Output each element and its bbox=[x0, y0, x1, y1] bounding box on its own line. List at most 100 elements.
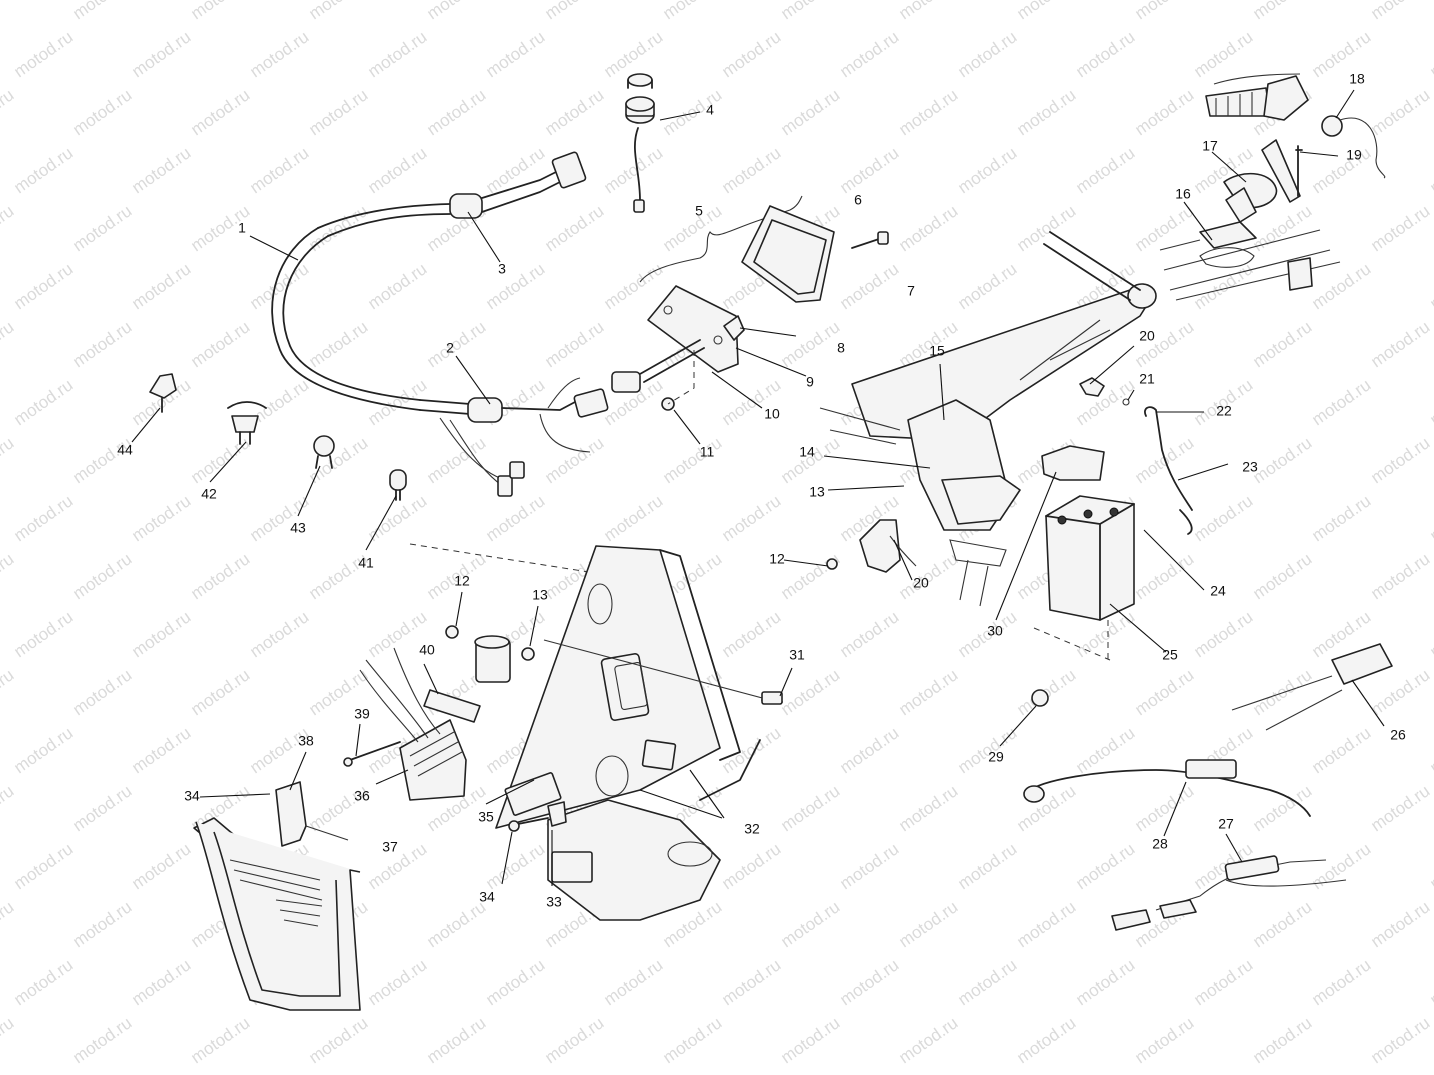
watermark-text: motod.ru bbox=[600, 491, 666, 545]
battery-and-cables bbox=[1023, 406, 1311, 817]
callout-4: 4 bbox=[706, 102, 714, 118]
watermark-text: motod.ru bbox=[1426, 723, 1434, 777]
watermark-text: motod.ru bbox=[10, 839, 76, 893]
watermark-text: motod.ru bbox=[1072, 27, 1138, 81]
callout-25: 25 bbox=[1162, 647, 1178, 663]
watermark-text: motod.ru bbox=[1013, 781, 1079, 835]
watermark-text: motod.ru bbox=[895, 201, 961, 255]
watermark-text: motod.ru bbox=[1367, 781, 1433, 835]
callout-39: 39 bbox=[354, 706, 370, 722]
watermark-text: motod.ru bbox=[1013, 85, 1079, 139]
watermark-text: motod.ru bbox=[954, 259, 1020, 313]
callout-43: 43 bbox=[290, 520, 306, 536]
watermark-text: motod.ru bbox=[895, 1013, 961, 1067]
callout-15: 15 bbox=[929, 343, 945, 359]
watermark-text: motod.ru bbox=[1426, 839, 1434, 893]
watermark-text: motod.ru bbox=[600, 143, 666, 197]
watermark-text: motod.ru bbox=[482, 839, 548, 893]
watermark-text: motod.ru bbox=[69, 317, 135, 371]
callout-22: 22 bbox=[1216, 403, 1232, 419]
watermark-text: motod.ru bbox=[1131, 317, 1197, 371]
watermark-text: motod.ru bbox=[1249, 317, 1315, 371]
callout-29: 29 bbox=[988, 749, 1004, 765]
callout-41: 41 bbox=[358, 555, 374, 571]
callout-20a: 20 bbox=[1139, 328, 1155, 344]
watermark-text: motod.ru bbox=[246, 607, 312, 661]
watermark-text: motod.ru bbox=[1131, 665, 1197, 719]
watermark-text: motod.ru bbox=[1249, 0, 1315, 23]
watermark-text: motod.ru bbox=[895, 897, 961, 951]
watermark-text: motod.ru bbox=[69, 897, 135, 951]
callout-2: 2 bbox=[446, 340, 454, 356]
watermark-text: motod.ru bbox=[954, 839, 1020, 893]
watermark-text: motod.ru bbox=[1426, 955, 1434, 1009]
watermark-text: motod.ru bbox=[10, 491, 76, 545]
watermark-text: motod.ru bbox=[187, 433, 253, 487]
watermark-text: motod.ru bbox=[0, 317, 17, 371]
watermark-text: motod.ru bbox=[69, 1013, 135, 1067]
watermark-text: motod.ru bbox=[364, 955, 430, 1009]
callout-42: 42 bbox=[201, 486, 217, 502]
watermark-text: motod.ru bbox=[1367, 201, 1433, 255]
frame-and-battery-box bbox=[819, 231, 1157, 607]
watermark-text: motod.ru bbox=[1013, 201, 1079, 255]
callout-44: 44 bbox=[117, 442, 133, 458]
callout-27: 27 bbox=[1218, 816, 1234, 832]
callout-40: 40 bbox=[419, 642, 435, 658]
watermark-text: motod.ru bbox=[482, 143, 548, 197]
watermark-text: motod.ru bbox=[1308, 143, 1374, 197]
callout-13b: 13 bbox=[809, 484, 825, 500]
callout-1: 1 bbox=[238, 220, 246, 236]
watermark-text: motod.ru bbox=[10, 607, 76, 661]
watermark-text: motod.ru bbox=[718, 607, 784, 661]
watermark-text: motod.ru bbox=[1308, 723, 1374, 777]
callout-33: 33 bbox=[546, 894, 562, 910]
watermark-text: motod.ru bbox=[187, 0, 253, 23]
watermark-text: motod.ru bbox=[1426, 27, 1434, 81]
watermark-text: motod.ru bbox=[895, 665, 961, 719]
watermark-text: motod.ru bbox=[718, 143, 784, 197]
leader-lines bbox=[131, 89, 1385, 886]
watermark-text: motod.ru bbox=[1072, 723, 1138, 777]
watermark-text: motod.ru bbox=[1426, 143, 1434, 197]
callout-20b: 20 bbox=[913, 575, 929, 591]
watermark-text: motod.ru bbox=[128, 839, 194, 893]
watermark-text: motod.ru bbox=[777, 317, 843, 371]
watermark-text: motod.ru bbox=[0, 201, 17, 255]
watermark-text: motod.ru bbox=[1367, 85, 1433, 139]
harness-pieces bbox=[1111, 643, 1393, 931]
watermark-text: motod.ru bbox=[364, 259, 430, 313]
watermark-text: motod.ru bbox=[659, 0, 725, 23]
watermark-text: motod.ru bbox=[895, 85, 961, 139]
watermark-text: motod.ru bbox=[1367, 0, 1433, 23]
taillight-assembly bbox=[611, 195, 889, 411]
callout-35: 35 bbox=[478, 809, 494, 825]
watermark-text: motod.ru bbox=[1013, 0, 1079, 23]
key-switch bbox=[625, 73, 655, 213]
watermark-text: motod.ru bbox=[482, 955, 548, 1009]
watermark-text: motod.ru bbox=[1367, 317, 1433, 371]
watermark-text: motod.ru bbox=[69, 201, 135, 255]
watermark-text: motod.ru bbox=[600, 955, 666, 1009]
watermark-text: motod.ru bbox=[305, 317, 371, 371]
callout-13a: 13 bbox=[532, 587, 548, 603]
callout-34a: 34 bbox=[184, 788, 200, 804]
watermark-text: motod.ru bbox=[836, 839, 902, 893]
watermark-text: motod.ru bbox=[69, 665, 135, 719]
watermark-text: motod.ru bbox=[69, 85, 135, 139]
watermark-text: motod.ru bbox=[246, 491, 312, 545]
watermark-text: motod.ru bbox=[836, 955, 902, 1009]
watermark-text: motod.ru bbox=[0, 0, 17, 23]
watermark-text: motod.ru bbox=[1367, 549, 1433, 603]
watermark-text: motod.ru bbox=[600, 259, 666, 313]
watermark-text: motod.ru bbox=[1249, 1013, 1315, 1067]
callout-5: 5 bbox=[695, 203, 703, 219]
callout-18: 18 bbox=[1349, 71, 1365, 87]
watermark-text: motod.ru bbox=[10, 143, 76, 197]
watermark-text: motod.ru bbox=[0, 781, 17, 835]
watermark-text: motod.ru bbox=[1131, 85, 1197, 139]
watermark-text: motod.ru bbox=[1131, 1013, 1197, 1067]
watermark-text: motod.ru bbox=[10, 723, 76, 777]
watermark-text: motod.ru bbox=[128, 143, 194, 197]
